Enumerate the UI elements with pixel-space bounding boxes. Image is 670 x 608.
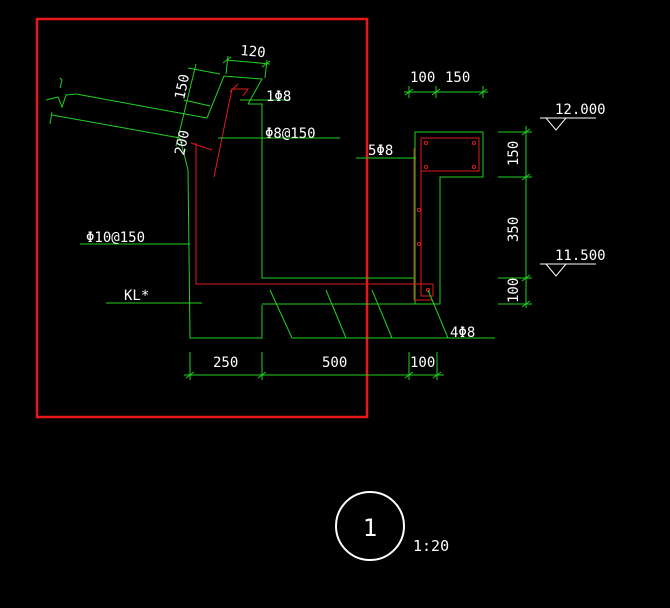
- label-beam: KL*: [124, 288, 149, 304]
- label-rebar-top: 1Φ8: [266, 89, 291, 105]
- leader-lines: [80, 99, 495, 339]
- elevation-markers: [540, 117, 596, 277]
- dim-slope-upper: 150: [172, 73, 193, 101]
- dim-bottom-2: 500: [322, 355, 347, 371]
- detail-number: 1: [363, 514, 377, 542]
- dim-top-width: 120: [240, 43, 267, 61]
- label-main-bar: Φ10@150: [86, 230, 145, 246]
- elevation-lower: 11.500: [555, 248, 606, 264]
- dim-bottom-3: 100: [410, 355, 435, 371]
- detail-scale: 1:20: [413, 537, 449, 555]
- selection-box: [35, 17, 369, 419]
- dim-right-v2: 350: [506, 217, 522, 242]
- label-bottom-bars: 4Φ8: [450, 325, 475, 341]
- concrete-outline: [45, 75, 484, 339]
- dim-right-top-left: 100: [410, 70, 435, 86]
- dim-bottom-1: 250: [213, 355, 238, 371]
- detail-bubble: [335, 491, 405, 561]
- label-stirrup: Φ8@150: [265, 126, 316, 142]
- elevation-upper: 12.000: [555, 102, 606, 118]
- label-right-bars: 5Φ8: [368, 143, 393, 159]
- rebar-lines: [190, 83, 480, 301]
- dim-right-top-right: 150: [445, 70, 470, 86]
- dim-right-v1: 150: [506, 141, 522, 166]
- rebar-dots: [416, 140, 477, 293]
- dimension-lines: [175, 55, 532, 380]
- dim-slope-lower: 200: [172, 129, 193, 157]
- dim-right-v3: 100: [506, 278, 522, 303]
- dimension-ticks: [185, 56, 531, 379]
